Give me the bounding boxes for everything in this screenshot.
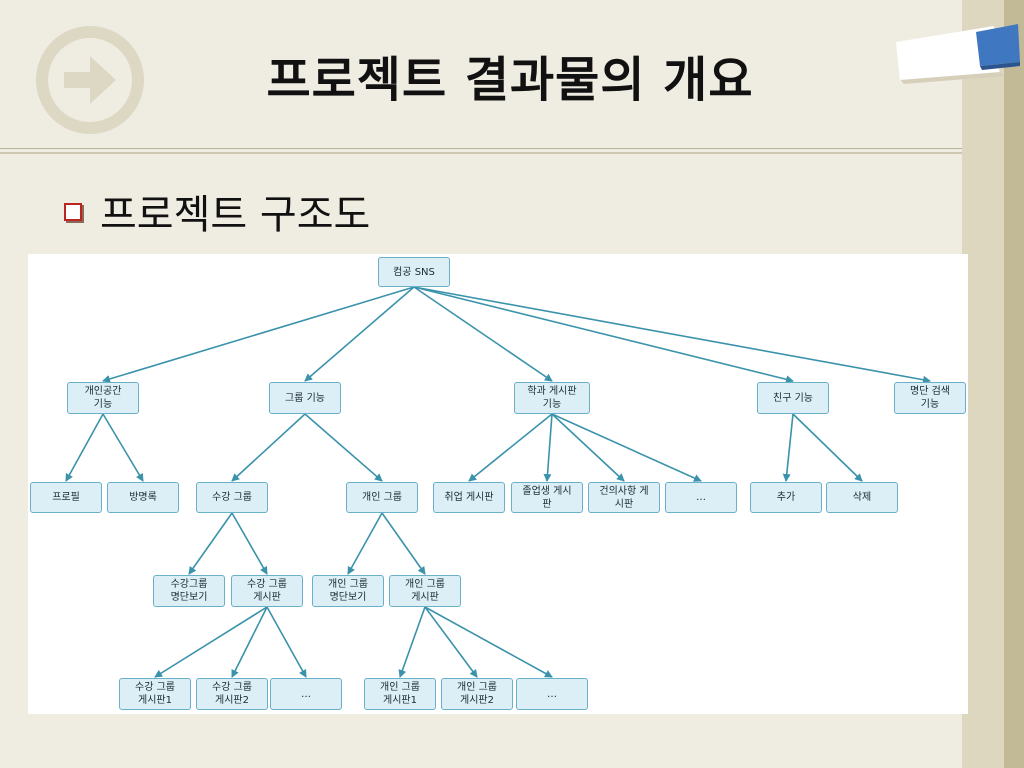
project-structure-diagram: 컴공 SNS 개인공간 기능 그룹 기능 학과 게시판 기능 친구 기능 명단 검색 기능… bbox=[28, 254, 968, 714]
node-personal: 개인공간 기능 bbox=[67, 382, 139, 414]
edge-dept-to-job-board bbox=[468, 413, 553, 482]
right-decor-strip bbox=[1004, 0, 1024, 768]
edge-root-to-personal bbox=[102, 286, 415, 383]
arrow-right-icon bbox=[36, 26, 144, 134]
edge-course-group-to-course-list bbox=[188, 512, 233, 575]
bullet-square-icon bbox=[64, 203, 82, 221]
edge-root-to-search bbox=[413, 286, 931, 384]
edge-course-board-to-course-board1 bbox=[154, 606, 268, 678]
node-profile: 프로필 bbox=[30, 482, 102, 513]
node-alumni-board: 졸업생 게시 판 bbox=[511, 482, 583, 513]
node-course-more: … bbox=[270, 678, 342, 710]
edge-group-to-course-group bbox=[231, 413, 306, 482]
node-dept: 학과 게시판 기능 bbox=[514, 382, 590, 414]
node-course-list: 수강그룹 명단보기 bbox=[153, 575, 225, 607]
edge-dept-to-dept-more bbox=[551, 413, 702, 482]
edge-dept-to-suggest-board bbox=[551, 413, 625, 482]
node-private-list: 개인 그룹 명단보기 bbox=[312, 575, 384, 607]
node-course-board: 수강 그룹 게시판 bbox=[231, 575, 303, 607]
edge-private-group-to-private-board bbox=[381, 512, 426, 575]
edge-root-to-dept bbox=[413, 286, 553, 382]
node-add: 추가 bbox=[750, 482, 822, 513]
edge-private-board-to-private-more bbox=[424, 606, 553, 678]
edge-personal-to-guestbook bbox=[102, 413, 144, 482]
node-suggest-board: 건의사항 게 시판 bbox=[588, 482, 660, 513]
node-private-board: 개인 그룹 게시판 bbox=[389, 575, 461, 607]
title-divider bbox=[0, 148, 962, 149]
edge-course-board-to-course-more bbox=[266, 606, 307, 678]
node-search: 명단 검색 기능 bbox=[894, 382, 966, 414]
node-friend: 친구 기능 bbox=[757, 382, 829, 414]
node-course-board1: 수강 그룹 게시판1 bbox=[119, 678, 191, 710]
edge-friend-to-add bbox=[782, 413, 794, 482]
slide-title: 프로젝트 결과물의 개요 bbox=[266, 52, 754, 108]
ribbon-decoration bbox=[896, 24, 1020, 84]
diagram-edges bbox=[65, 286, 931, 678]
node-delete: 삭제 bbox=[826, 482, 898, 513]
edge-friend-to-delete bbox=[792, 413, 863, 482]
edge-private-group-to-private-list bbox=[347, 512, 383, 575]
node-job-board: 취업 게시판 bbox=[433, 482, 505, 513]
edge-course-board-to-course-board2 bbox=[231, 606, 268, 678]
node-private-board2: 개인 그룹 게시판2 bbox=[441, 678, 513, 710]
node-private-more: … bbox=[516, 678, 588, 710]
edge-course-group-to-course-board bbox=[231, 512, 268, 575]
bullet-text: 프로젝트 구조도 bbox=[100, 192, 371, 238]
node-private-group: 개인 그룹 bbox=[346, 482, 418, 513]
edge-private-board-to-private-board2 bbox=[424, 606, 478, 678]
node-course-group: 수강 그룹 bbox=[196, 482, 268, 513]
edge-root-to-group bbox=[304, 286, 415, 382]
edge-private-board-to-private-board1 bbox=[398, 606, 426, 678]
edge-dept-to-alumni-board bbox=[543, 413, 553, 482]
node-course-board2: 수강 그룹 게시판2 bbox=[196, 678, 268, 710]
node-dept-more: … bbox=[665, 482, 737, 513]
edge-root-to-friend bbox=[413, 286, 794, 384]
node-root: 컴공 SNS bbox=[378, 257, 450, 287]
title-divider-shadow bbox=[0, 152, 962, 154]
node-private-board1: 개인 그룹 게시판1 bbox=[364, 678, 436, 710]
edge-personal-to-profile bbox=[65, 413, 104, 482]
node-guestbook: 방명록 bbox=[107, 482, 179, 513]
edge-group-to-private-group bbox=[304, 413, 383, 482]
node-group: 그룹 기능 bbox=[269, 382, 341, 414]
